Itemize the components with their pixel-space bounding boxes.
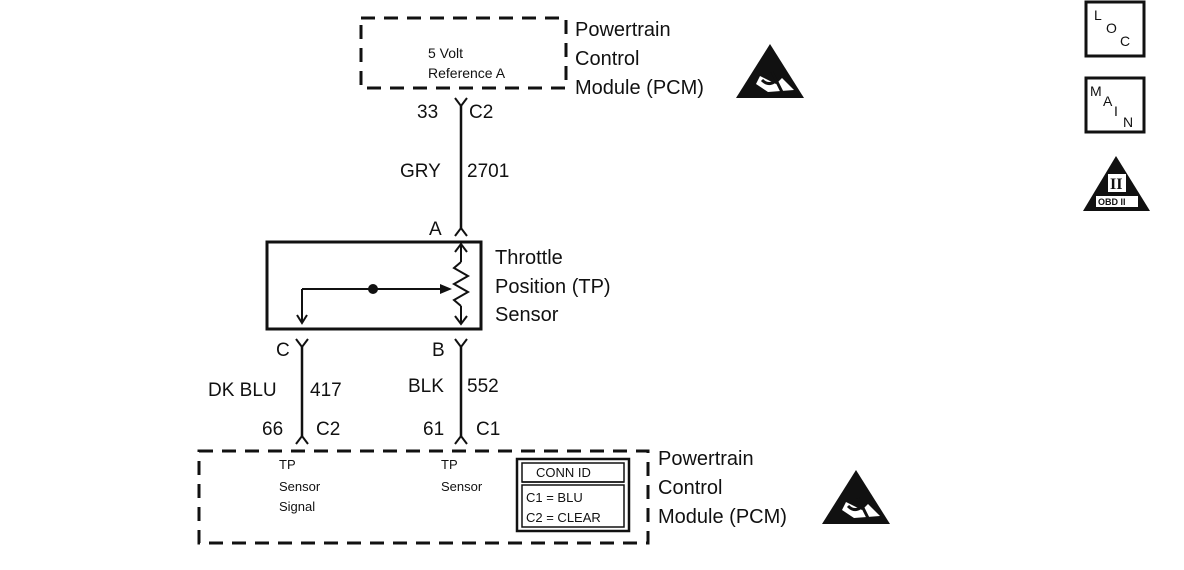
pcm-signal-label-1: TP [279,457,296,472]
wire-signal-color: DK BLU [208,380,277,401]
wire-ground [454,338,468,445]
pcm-bottom-module: TP Sensor Signal TP Sensor CONN ID C1 = … [197,448,890,545]
main-letter-m: M [1090,83,1102,99]
tp-sensor-pin-b: B [432,340,445,361]
pcm-top-inner-label-1: 5 Volt [428,45,463,61]
pcm-bottom-label-1: Powertrain [658,448,754,470]
tp-sensor-pin-a: A [429,219,442,240]
wire-ground-connector: C1 [476,419,500,440]
tp-sensor-label-3: Sensor [495,304,559,326]
wire-ground-pcm-pin: 61 [423,419,444,440]
pcm-top-module: 5 Volt Reference A Powertrain Control Mo… [359,16,804,99]
pcm-bottom-label-3: Module (PCM) [658,506,787,528]
pcm-top-label-3: Module (PCM) [575,77,704,99]
pcm-signal-label-2: Sensor [279,479,321,494]
pcm-ground-label-1: TP [441,457,458,472]
pcm-top-inner-label-2: Reference A [428,65,506,81]
tp-sensor-label-2: Position (TP) [495,276,611,298]
esd-warning-icon [822,470,890,524]
obd-numeral: II [1110,176,1122,193]
obd-label: OBD II [1098,197,1126,207]
tp-sensor-box [265,240,483,331]
main-letter-a: A [1103,93,1113,109]
tp-sensor-label-1: Throttle [495,247,563,269]
loc-letter-o: O [1106,20,1117,36]
main-letter-i: I [1114,103,1118,119]
conn-id-line-1: C1 = BLU [526,490,583,505]
locator-icon: L O C [1084,0,1146,58]
pcm-top-box [359,16,568,90]
wire-reference [454,97,468,237]
esd-warning-icon [736,44,804,98]
conn-id-line-2: C2 = CLEAR [526,510,601,525]
tp-sensor-pin-c: C [276,340,290,361]
pcm-bottom-label-2: Control [658,477,722,499]
main-icon: M A I N [1084,76,1146,134]
pcm-top-label-1: Powertrain [575,19,671,41]
pcm-top-connector: C2 [469,102,493,123]
resistor-icon [451,261,471,307]
pcm-ground-label-2: Sensor [441,479,483,494]
wire-signal-connector: C2 [316,419,340,440]
loc-letter-c: C [1120,33,1130,49]
wire-ground-color: BLK [408,376,444,397]
pcm-top-label-2: Control [575,48,639,70]
wire-signal-pcm-pin: 66 [262,419,283,440]
pcm-signal-label-3: Signal [279,499,315,514]
obd-ii-icon: II OBD II [1083,156,1150,211]
wire-signal-circuit: 417 [310,380,342,401]
loc-letter-l: L [1094,7,1102,23]
tp-sensor [265,240,483,331]
conn-id-title: CONN ID [536,465,591,480]
main-letter-n: N [1123,114,1133,130]
pcm-bottom-box [197,449,650,545]
pcm-top-pin: 33 [417,102,438,123]
wire-ground-circuit: 552 [467,376,499,397]
wire-reference-circuit: 2701 [467,161,509,182]
conn-id-table: CONN ID C1 = BLU C2 = CLEAR [515,457,631,533]
wire-signal [295,338,309,445]
wire-reference-color: GRY [400,161,441,182]
